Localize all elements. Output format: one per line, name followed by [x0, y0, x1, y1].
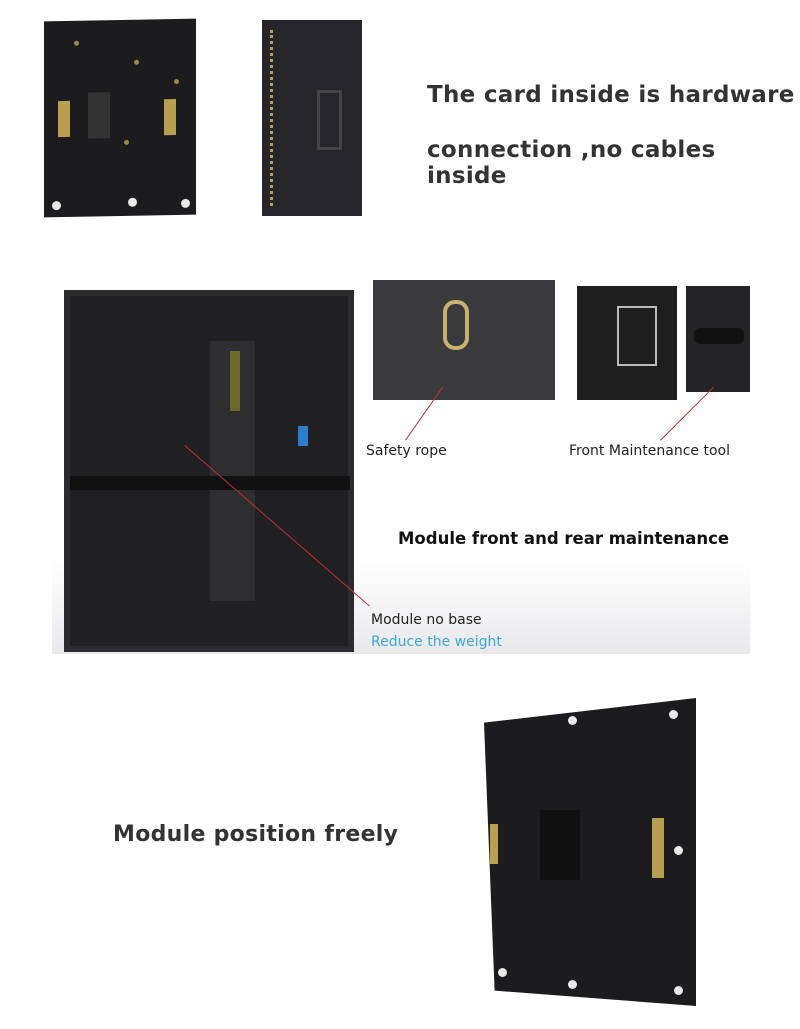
cabinet-rear-image [64, 290, 354, 652]
safety-rope-label: Safety rope [366, 443, 447, 459]
front-maintenance-tool-label: Front Maintenance tool [569, 443, 730, 459]
module-position-image [484, 698, 696, 1006]
module-no-base-label: Module no base [371, 612, 482, 628]
safety-rope-photo [373, 280, 555, 400]
front-tool-photo-frame [577, 286, 677, 400]
module-back-panel-image [44, 18, 196, 218]
maintenance-heading: Module front and rear maintenance [398, 529, 730, 548]
module-side-panel-image [262, 20, 362, 216]
front-tool-photo-module [686, 286, 750, 392]
card-hardware-text-line2: connection ,no cables inside [427, 137, 716, 189]
module-position-heading: Module position freely [113, 822, 399, 847]
reduce-weight-label: Reduce the weight [371, 634, 502, 650]
card-hardware-text-line1: The card inside is hardware [427, 82, 795, 108]
